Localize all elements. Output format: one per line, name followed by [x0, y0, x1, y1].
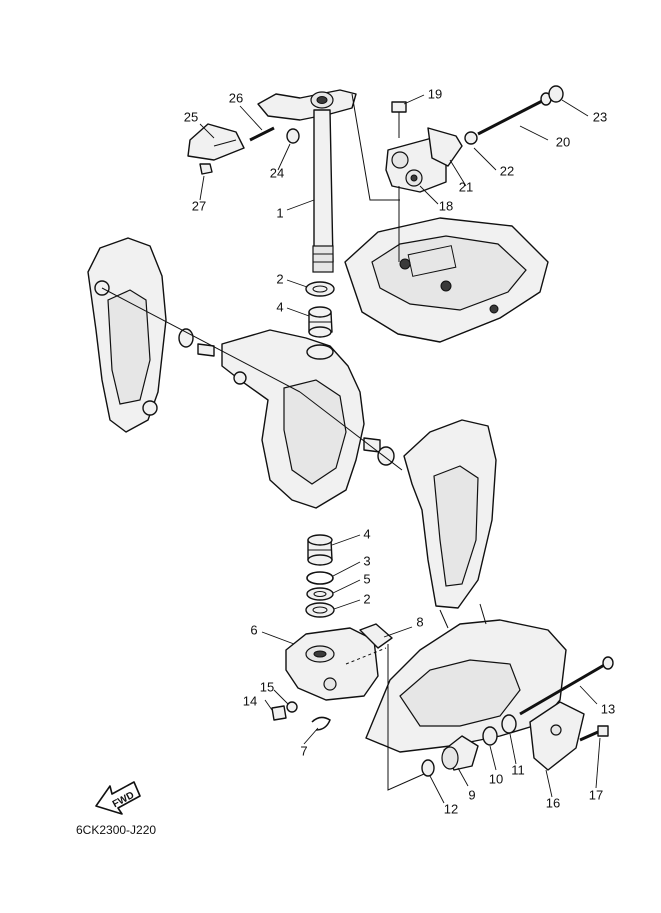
callout-4-upper: 4: [276, 299, 283, 314]
bolt-13: [519, 656, 614, 716]
upper-mount-plate-21: [427, 127, 463, 167]
washer-11: [501, 714, 517, 734]
long-bolt-20: [464, 92, 552, 145]
callout-15: 15: [260, 679, 274, 694]
bolt-19: [391, 101, 407, 138]
callout-20: 20: [556, 134, 570, 149]
callout-6: 6: [250, 622, 257, 637]
callout-labels: 1 2 4 4 3 5 2 6 8 7 15 14 13 9 10 11 12 …: [184, 86, 615, 816]
steering-shaft-1: [312, 109, 334, 273]
callout-leaders: [199, 94, 601, 804]
callout-17: 17: [589, 787, 603, 802]
callout-25: 25: [184, 109, 198, 124]
callout-16: 16: [546, 795, 560, 810]
callout-1: 1: [276, 205, 283, 220]
callout-19: 19: [428, 86, 442, 101]
tilt-pin-left: [101, 287, 301, 393]
callout-14: 14: [243, 693, 257, 708]
bushing-4-lower: [307, 534, 333, 566]
bolt-17: [579, 725, 609, 742]
callout-23: 23: [593, 109, 607, 124]
nut-27: [199, 163, 213, 175]
washer-15: [286, 701, 298, 713]
callout-11: 11: [511, 762, 525, 777]
callout-4-lower: 4: [363, 526, 370, 541]
swivel-bracket: [221, 329, 365, 509]
callout-12: 12: [444, 801, 458, 816]
callout-13: 13: [601, 701, 615, 716]
callout-24: 24: [270, 165, 284, 180]
callout-10: 10: [489, 771, 503, 786]
washer-2-upper: [305, 281, 335, 297]
callout-21: 21: [459, 179, 473, 194]
callout-3: 3: [363, 553, 370, 568]
bracket-25: [187, 123, 245, 161]
bolt-26: [249, 126, 275, 142]
callout-9: 9: [468, 787, 475, 802]
bolt-14: [271, 705, 287, 721]
diagram-code: 6CK2300-J220: [76, 823, 156, 837]
callout-2-lower: 2: [363, 591, 370, 606]
lower-casing: [365, 603, 567, 753]
clamp-bracket-right: [403, 419, 497, 609]
assembly-lines: [345, 93, 425, 791]
callout-8: 8: [416, 614, 423, 629]
bushing-4-upper: [308, 306, 333, 338]
callout-7: 7: [300, 743, 307, 758]
upper-mount-housing: [344, 217, 549, 343]
steering-arm: [257, 89, 357, 121]
washer-10: [482, 726, 498, 746]
callout-5: 5: [363, 571, 370, 586]
callout-22: 22: [500, 163, 514, 178]
fwd-arrow-icon: FWD: [95, 781, 141, 815]
lower-mount-housing-6: [285, 627, 379, 701]
clamp-bracket-left: [87, 237, 167, 433]
callout-27: 27: [192, 198, 206, 213]
plate-8: [359, 623, 393, 649]
nut-23: [548, 85, 564, 103]
washer-5: [306, 587, 334, 601]
cover-16: [529, 701, 585, 771]
o-ring-3: [306, 571, 334, 585]
callout-18: 18: [439, 198, 453, 213]
callout-26: 26: [229, 90, 243, 105]
callout-2-upper: 2: [276, 271, 283, 286]
washer-2-lower: [305, 602, 335, 618]
nut-24: [286, 128, 300, 144]
washer-12: [421, 759, 435, 777]
clip-7: [311, 716, 331, 731]
tilt-pin-right: [299, 391, 403, 471]
lower-damper-9: [441, 735, 479, 771]
